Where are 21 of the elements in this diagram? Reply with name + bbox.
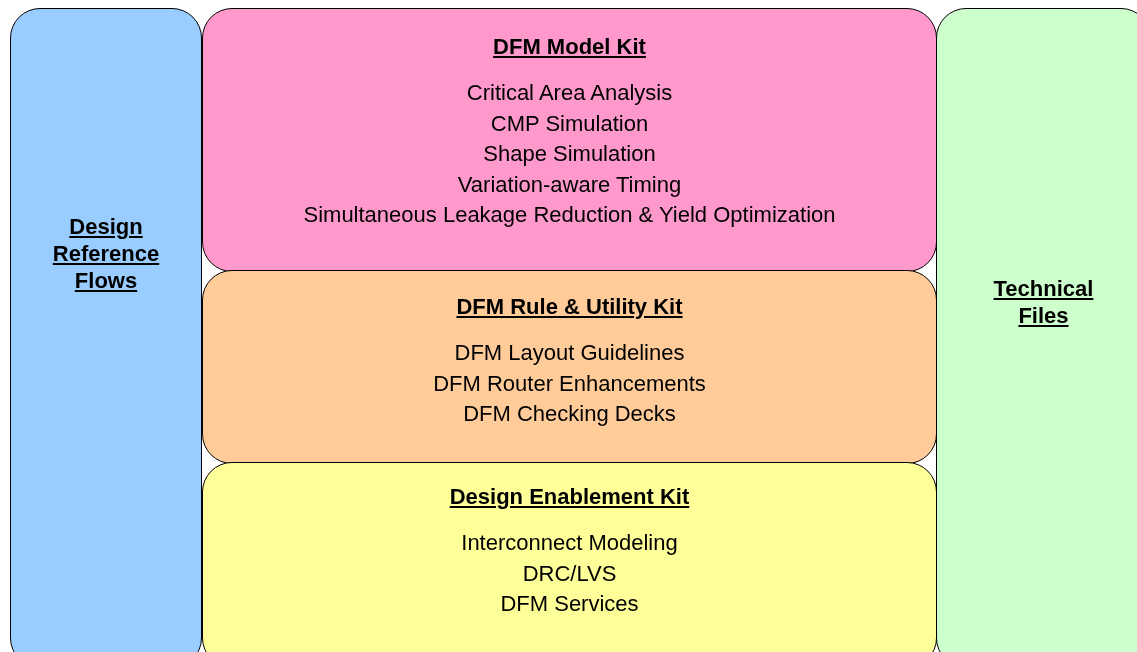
- panel-item: DFM Router Enhancements: [433, 369, 706, 398]
- panel-item: DFM Services: [500, 590, 639, 618]
- panel-item: Interconnect Modeling: [461, 529, 678, 557]
- panel-item: Simultaneous Leakage Reduction & Yield Optimization: [303, 201, 836, 229]
- panel-item: Critical Area Analysis: [466, 79, 673, 107]
- kit-panel: [10, 8, 202, 652]
- panel-heading: Design Enablement Kit: [449, 483, 690, 510]
- panel-heading: DFM Model Kit: [493, 33, 646, 60]
- panel-item: DFM Checking Decks: [463, 400, 676, 428]
- panel-item: DRC/LVS: [522, 559, 617, 588]
- panel-heading: DFM Rule & Utility Kit: [456, 293, 683, 320]
- kit-panel: [202, 270, 937, 464]
- panel-heading: Technical Files: [992, 275, 1095, 329]
- kit-panel: [202, 462, 937, 652]
- panel-item: DFM Layout Guidelines: [454, 339, 685, 367]
- kit-panel: [202, 8, 937, 272]
- panel-item: Shape Simulation: [483, 140, 656, 168]
- kit-panel: [936, 8, 1137, 652]
- panel-heading: Design Reference Flows: [51, 213, 161, 294]
- panel-item: Variation-aware Timing: [457, 170, 682, 199]
- panel-item: CMP Simulation: [490, 109, 649, 138]
